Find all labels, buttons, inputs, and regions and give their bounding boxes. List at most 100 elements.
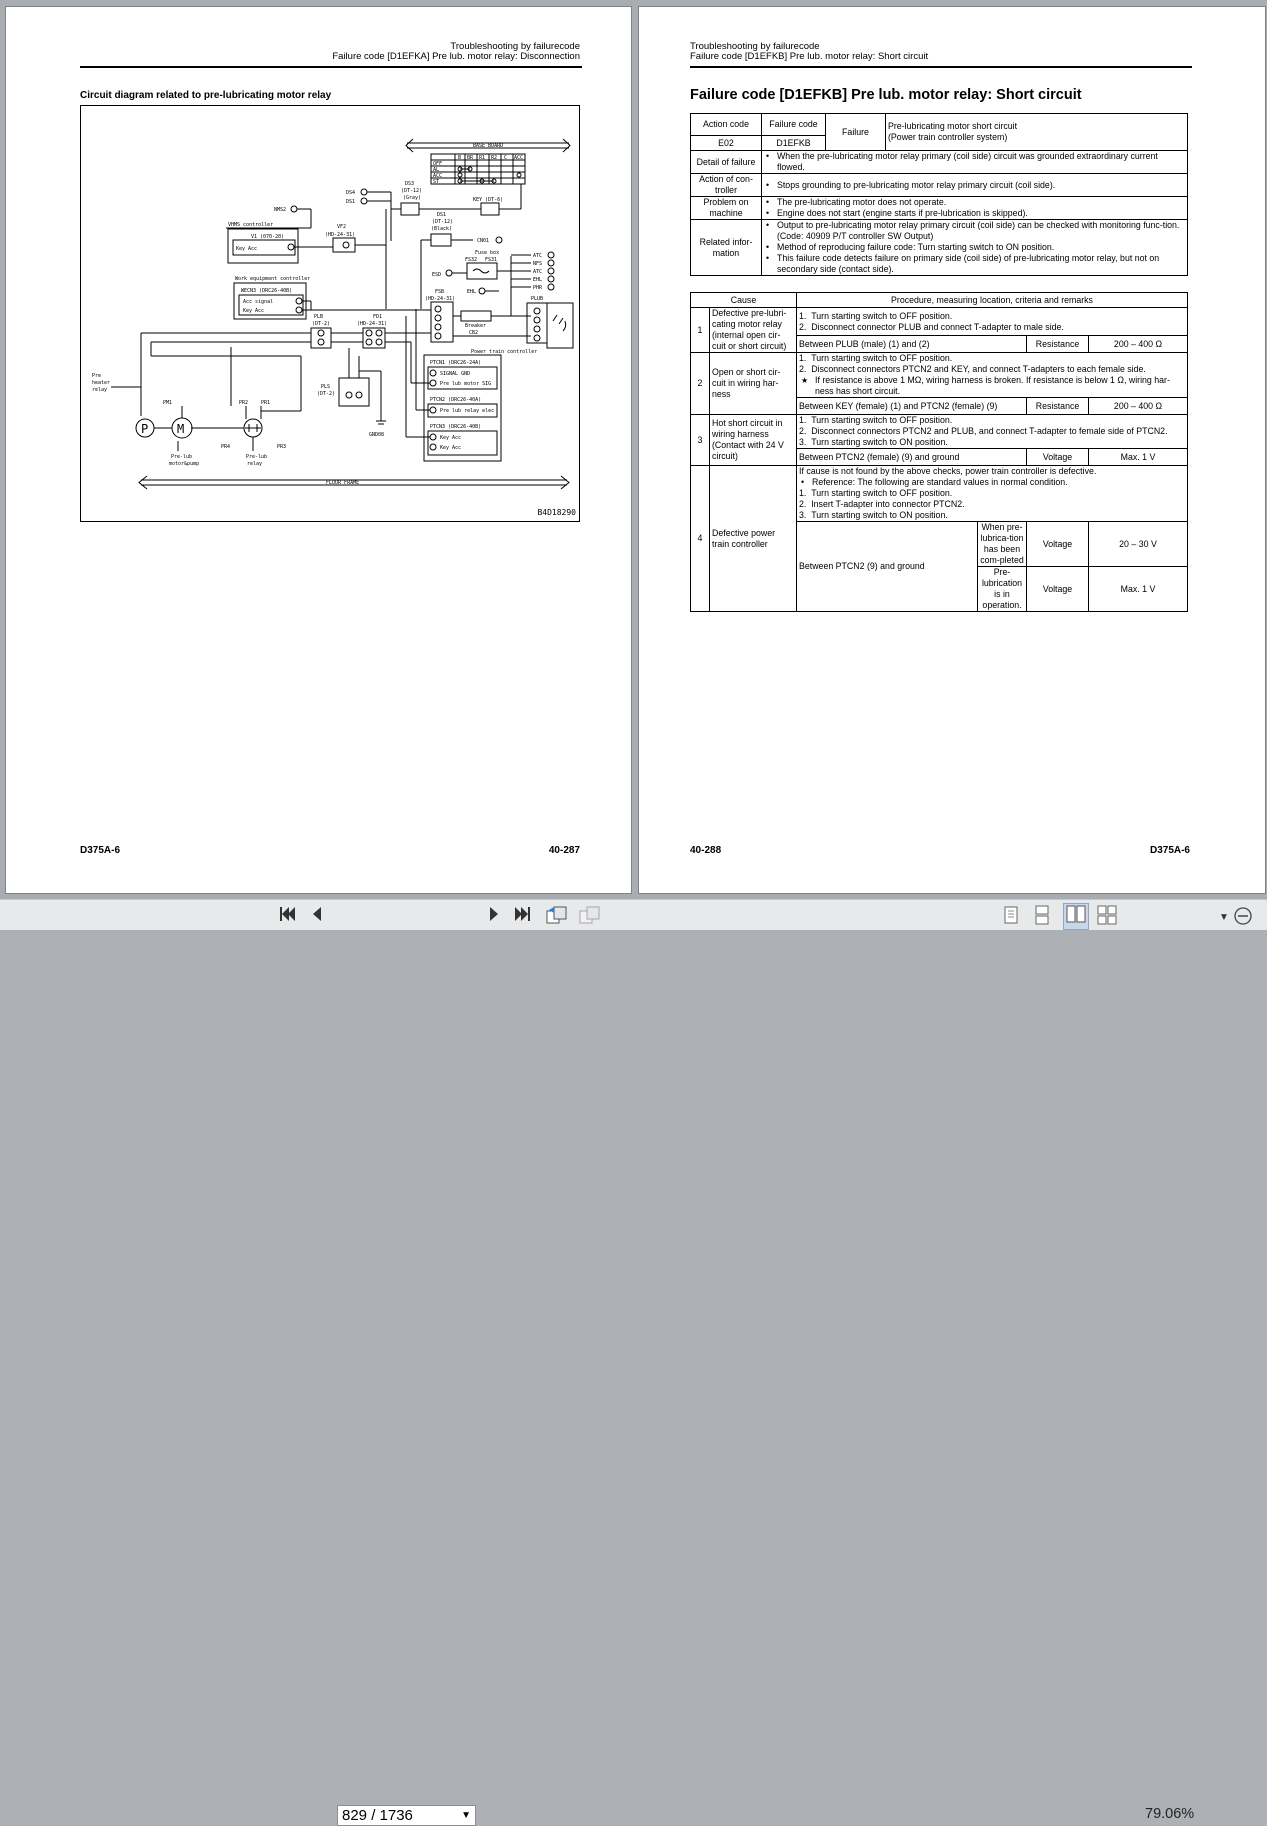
zoom-dropdown-icon[interactable]: ▼ <box>1219 912 1229 923</box>
measure-criteria: 200 – 400 Ω <box>1088 397 1188 415</box>
svg-text:ST: ST <box>433 179 439 185</box>
procedure-step: 1. Turn starting switch to OFF position. <box>799 310 953 321</box>
measure-condition: Pre-lubrication is in operation. <box>977 566 1027 612</box>
svg-text:PTCN3 (DRC26-40B): PTCN3 (DRC26-40B) <box>430 424 481 430</box>
action-text: Stops grounding to pre-lubricating motor… <box>764 180 1185 191</box>
svg-text:PTCN2 (DRC26-40A): PTCN2 (DRC26-40A) <box>430 397 481 403</box>
cause-text: Defective pre-lubri-cating motor relay (… <box>709 307 797 353</box>
svg-text:Key Acc: Key Acc <box>243 308 264 314</box>
last-page-icon[interactable] <box>514 905 532 928</box>
single-page-view-icon[interactable] <box>1003 905 1019 930</box>
measure-criteria: 200 – 400 Ω <box>1088 335 1188 353</box>
action-code-label: Action code <box>690 113 762 136</box>
header-rule <box>690 66 1192 68</box>
svg-text:(DT-2): (DT-2) <box>317 391 335 397</box>
svg-text:Key Acc: Key Acc <box>440 435 461 441</box>
procedure-step: 1. Turn starting switch to OFF position. <box>799 415 953 425</box>
svg-text:relay: relay <box>247 461 262 467</box>
page-number-value: 829 / 1736 <box>342 1807 413 1824</box>
cause-header: Cause <box>690 292 797 308</box>
svg-text:PM1: PM1 <box>163 400 172 406</box>
page-40-288: Troubleshooting by failurecode Failure c… <box>638 6 1266 894</box>
action-code: E02 <box>690 135 762 151</box>
svg-text:ACC: ACC <box>514 155 523 161</box>
previous-page-icon[interactable] <box>310 905 324 928</box>
problem-item: Engine does not start (engine starts if … <box>764 208 1185 219</box>
failure-label: Failure <box>825 113 886 151</box>
svg-text:V1 (070-20): V1 (070-20) <box>251 234 284 240</box>
svg-text:R1: R1 <box>479 155 485 161</box>
next-page-icon[interactable] <box>487 905 501 928</box>
header-line-1: Troubleshooting by failurecode <box>690 41 820 52</box>
procedure-step: 3. Turn starting switch to ON position. <box>799 510 948 520</box>
svg-text:ATC: ATC <box>533 269 542 275</box>
measure-kind: Voltage <box>1026 521 1089 567</box>
procedure-step: 2. Disconnect connectors PTCN2 and PLUB,… <box>799 426 1168 436</box>
svg-text:FD1: FD1 <box>373 314 382 320</box>
procedure-header: Procedure, measuring location, criteria … <box>796 292 1188 308</box>
svg-text:(HD-24-31): (HD-24-31) <box>357 321 387 327</box>
svg-text:NMS2: NMS2 <box>274 207 286 213</box>
cause-number: 4 <box>690 465 710 612</box>
svg-text:PR3: PR3 <box>277 444 286 450</box>
action-label: Action of con- troller <box>690 173 762 197</box>
measure-location: Between KEY (female) (1) and PTCN2 (fema… <box>796 397 1027 415</box>
svg-text:KEY (DT-6): KEY (DT-6) <box>473 197 503 203</box>
svg-text:Key Acc: Key Acc <box>440 445 461 451</box>
svg-text:(DT-12): (DT-12) <box>432 219 453 225</box>
svg-text:(HD-24-31): (HD-24-31) <box>325 232 355 238</box>
svg-text:Power train controller: Power train controller <box>471 349 537 355</box>
svg-text:PLB: PLB <box>314 314 323 320</box>
two-page-continuous-icon[interactable] <box>1097 905 1117 930</box>
cause-table: Cause Procedure, measuring location, cri… <box>690 292 1188 612</box>
svg-text:PR1: PR1 <box>261 400 270 406</box>
svg-text:Pre-lub: Pre-lub <box>171 454 192 460</box>
header-rule <box>80 66 582 68</box>
zoom-out-icon[interactable] <box>1233 906 1253 931</box>
svg-text:(Gray): (Gray) <box>403 195 421 201</box>
go-back-view-icon[interactable] <box>546 905 568 930</box>
continuous-view-icon[interactable] <box>1033 905 1051 930</box>
svg-text:(Black): (Black) <box>431 226 452 232</box>
procedure-step: 2. Disconnect connector PLUB and connect… <box>799 321 1064 332</box>
footer-model: D375A-6 <box>1149 845 1190 856</box>
failure-code-label: Failure code <box>761 113 826 136</box>
related-item: This failure code detects failure on pri… <box>764 253 1185 275</box>
svg-text:M: M <box>177 422 184 436</box>
measure-kind: Voltage <box>1026 566 1089 612</box>
svg-text:Acc signal: Acc signal <box>243 299 273 305</box>
svg-text:FSB: FSB <box>435 289 444 295</box>
svg-text:FLOOR FRAME: FLOOR FRAME <box>326 480 359 486</box>
svg-text:GND08: GND08 <box>369 432 384 438</box>
cause-number: 1 <box>690 307 710 353</box>
header-line-1: Troubleshooting by failurecode <box>450 41 580 52</box>
svg-text:PR2: PR2 <box>239 400 248 406</box>
svg-text:DS1: DS1 <box>346 199 355 205</box>
page-dropdown-icon[interactable]: ▼ <box>461 1810 471 1821</box>
svg-text:FS31: FS31 <box>485 257 497 263</box>
zoom-level[interactable]: 79.06% <box>1145 1806 1195 1822</box>
cause-text: Defective power train controller <box>709 465 797 612</box>
svg-text:OFF: OFF <box>433 161 442 167</box>
first-page-icon[interactable] <box>278 905 296 928</box>
related-label: Related infor- mation <box>690 219 762 276</box>
page-40-287: Troubleshooting by failurecode Failure c… <box>5 6 632 894</box>
procedure-step: 1. Turn starting switch to OFF position. <box>799 353 953 363</box>
svg-text:Key Acc: Key Acc <box>236 246 257 252</box>
svg-text:EHL: EHL <box>533 277 542 283</box>
page-header: Troubleshooting by failurecode Failure c… <box>332 42 580 62</box>
go-forward-view-icon[interactable] <box>579 905 601 930</box>
measure-location: Between PLUB (male) (1) and (2) <box>796 335 1027 353</box>
diagram-id: B4D18290 <box>537 508 576 517</box>
measure-criteria: Max. 1 V <box>1088 566 1188 612</box>
svg-text:PLS: PLS <box>321 384 330 390</box>
two-page-view-icon[interactable] <box>1063 903 1089 930</box>
footer-model: D375A-6 <box>80 845 121 856</box>
svg-text:Pre lub motor SIG: Pre lub motor SIG <box>440 381 491 387</box>
document-viewport[interactable]: Troubleshooting by failurecode Failure c… <box>0 0 1267 899</box>
procedure-step: 2. Insert T-adapter into connector PTCN2… <box>799 499 965 509</box>
svg-text:Work equipment controller: Work equipment controller <box>235 276 310 282</box>
page-number-field[interactable]: 829 / 1736 ▼ <box>337 1805 476 1826</box>
svg-text:Breaker: Breaker <box>465 323 486 329</box>
measure-kind: Resistance <box>1026 335 1089 353</box>
